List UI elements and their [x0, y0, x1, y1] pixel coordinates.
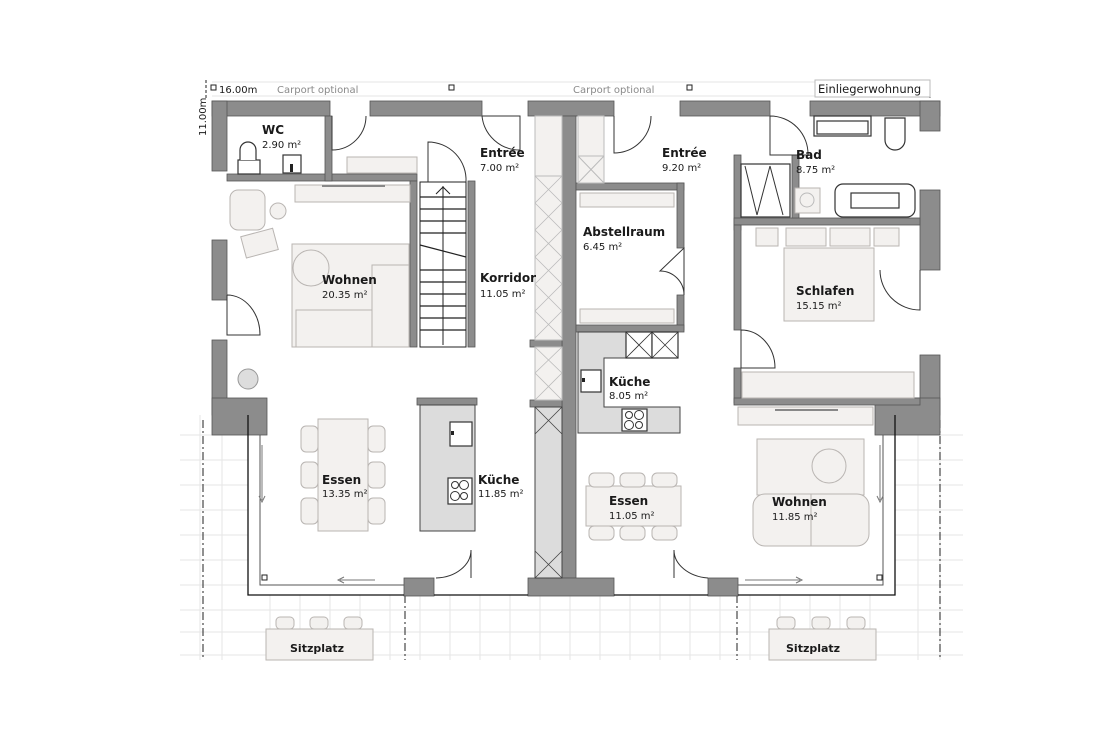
- staircase: [419, 181, 467, 348]
- dimension-width: 16.00m: [219, 85, 257, 96]
- room-essen-unit-area: 11.05 m²: [609, 511, 655, 522]
- unit-badge: [814, 79, 931, 98]
- carport-strip: [205, 80, 931, 100]
- room-entree-main-area: 7.00 m²: [480, 163, 519, 174]
- room-wohnen-unit-name: Wohnen: [772, 495, 827, 509]
- room-abstellraum-name: Abstellraum: [583, 225, 665, 239]
- wc-fixtures: [237, 141, 302, 175]
- room-entree-unit-name: Entrée: [662, 146, 707, 160]
- room-bad-name: Bad: [796, 148, 822, 162]
- walls: [211, 100, 941, 597]
- room-kueche-unit-name: Küche: [609, 375, 650, 389]
- room-wohnen-main-name: Wohnen: [322, 273, 377, 287]
- room-entree-main-name: Entrée: [480, 146, 525, 160]
- room-kueche-main-name: Küche: [478, 473, 519, 487]
- room-wohnen-unit-area: 11.85 m²: [772, 512, 818, 523]
- furniture-unit: [577, 115, 916, 547]
- sitzplatz-furniture: [265, 616, 877, 661]
- sliding-door-arrows: [258, 445, 884, 584]
- carport-right-label: Carport optional: [573, 85, 654, 96]
- unit-badge-label: Einliegerwohnung: [818, 82, 921, 96]
- room-korridor-area: 11.05 m²: [480, 289, 526, 300]
- carport-left-label: Carport optional: [277, 85, 358, 96]
- dimension-height: 11.00m: [198, 98, 209, 136]
- terrace-boundary: [247, 415, 896, 596]
- room-entree-unit-area: 9.20 m²: [662, 163, 701, 174]
- room-kueche-unit-area: 8.05 m²: [609, 391, 648, 402]
- room-wohnen-main-area: 20.35 m²: [322, 290, 368, 301]
- room-kueche-main-area: 11.85 m²: [478, 489, 524, 500]
- corridor-cabinets: [534, 115, 605, 579]
- room-essen-main-name: Essen: [322, 473, 361, 487]
- sitzplatz-left-label: Sitzplatz: [290, 642, 344, 655]
- furniture-main: [229, 156, 476, 532]
- room-essen-main-area: 13.35 m²: [322, 489, 368, 500]
- sitzplatz-right-label: Sitzplatz: [786, 642, 840, 655]
- room-bad-area: 8.75 m²: [796, 165, 835, 176]
- room-korridor-name: Korridor: [480, 271, 536, 285]
- plant-icon: [237, 368, 259, 390]
- room-wc-name: WC: [262, 123, 284, 137]
- room-schlafen-area: 15.15 m²: [796, 301, 842, 312]
- doors: [226, 115, 921, 579]
- room-abstellraum-area: 6.45 m²: [583, 242, 622, 253]
- room-schlafen-name: Schlafen: [796, 284, 854, 298]
- room-essen-unit-name: Essen: [609, 494, 648, 508]
- room-wc-area: 2.90 m²: [262, 140, 301, 151]
